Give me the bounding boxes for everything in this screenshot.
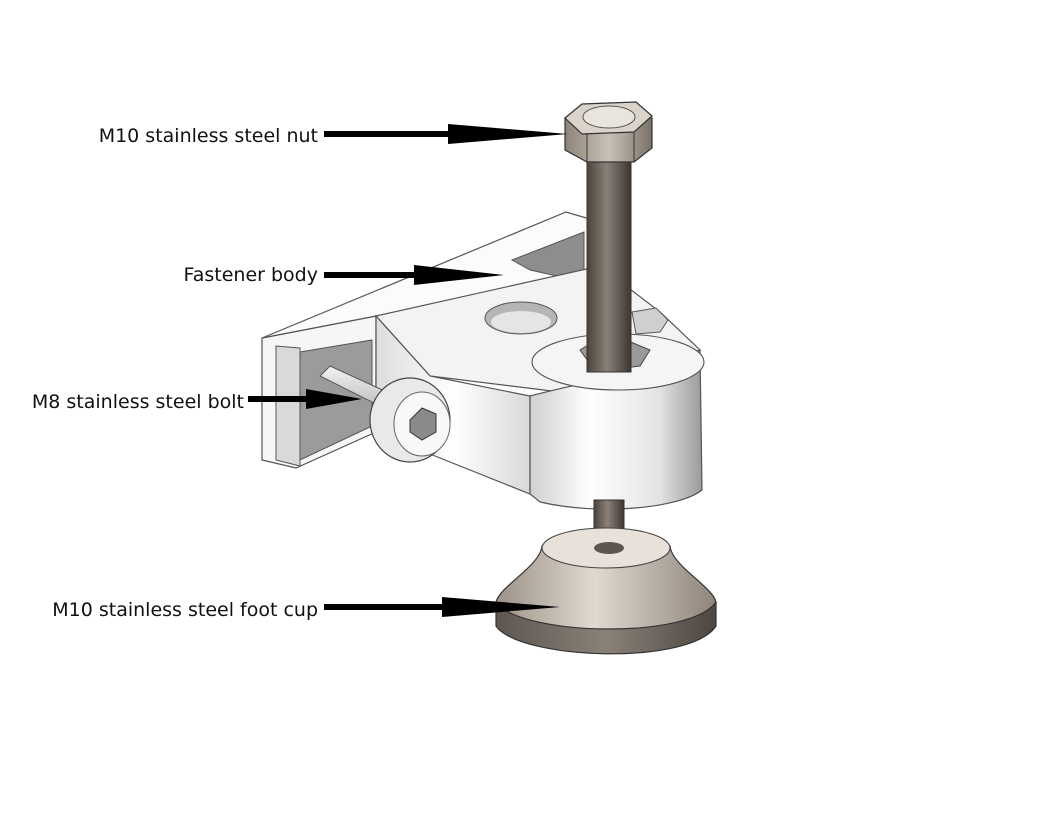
- label-fastener-body: Fastener body: [179, 261, 322, 289]
- arrow-foot-cup: [324, 597, 560, 617]
- foot-cup: [495, 527, 717, 655]
- arrow-bolt: [248, 389, 362, 409]
- m8-bolt: [319, 365, 451, 463]
- label-m10-nut: M10 stainless steel nut: [94, 122, 322, 150]
- arrow-nut: [324, 124, 568, 144]
- arrow-body: [324, 265, 504, 285]
- label-m10-foot-cup: M10 stainless steel foot cup: [48, 596, 322, 624]
- threaded-rod: [586, 149, 632, 567]
- m10-nut: [564, 101, 653, 163]
- fastener-body: [261, 211, 705, 510]
- label-m8-bolt: M8 stainless steel bolt: [27, 388, 248, 416]
